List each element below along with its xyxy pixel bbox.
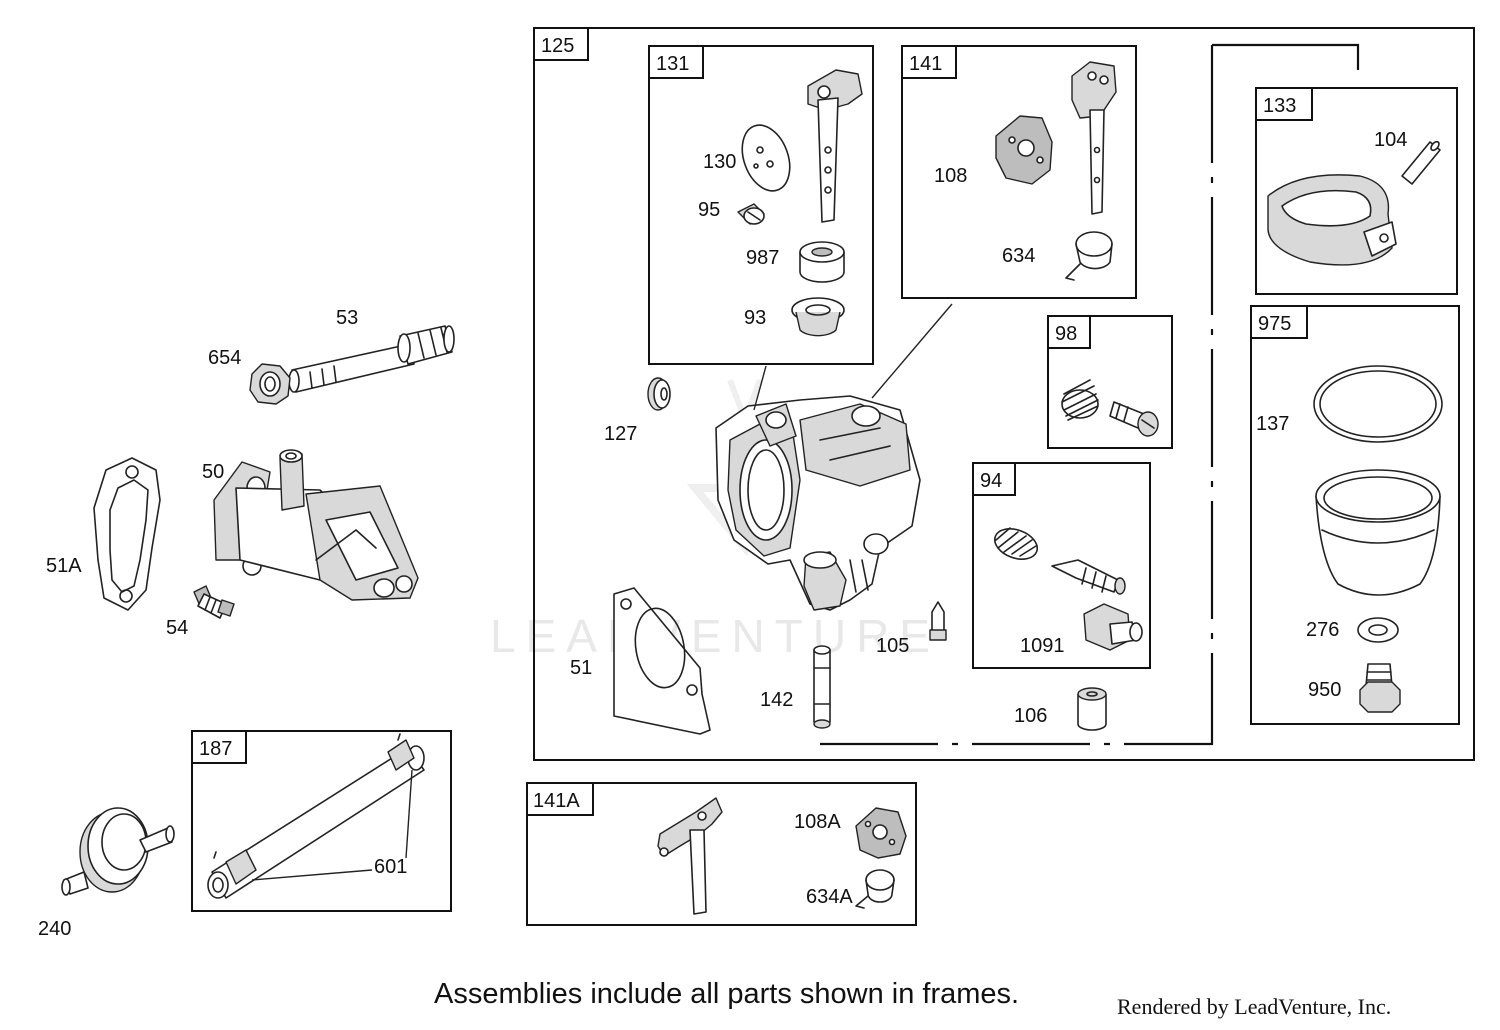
part-601-leader-1 bbox=[251, 869, 373, 881]
part-93-seal-drawing bbox=[791, 297, 845, 337]
part-106-jet-drawing bbox=[1077, 687, 1107, 731]
carburetor-body-drawing bbox=[715, 395, 921, 611]
part-654-label: 654 bbox=[208, 347, 241, 369]
frame-131-label: 131 bbox=[656, 53, 689, 75]
frame-125-label: 125 bbox=[541, 35, 574, 57]
part-142-tube-drawing bbox=[813, 645, 831, 729]
part-51A-label: 51A bbox=[46, 555, 82, 577]
frame-131 bbox=[648, 45, 874, 365]
frame-141A-tag bbox=[526, 782, 594, 816]
part-240-label: 240 bbox=[38, 918, 71, 940]
part-106-label: 106 bbox=[1014, 705, 1047, 727]
part-93-label: 93 bbox=[744, 307, 766, 329]
part-133-float-drawing bbox=[1267, 174, 1397, 266]
part-142-label: 142 bbox=[760, 689, 793, 711]
footer-caption: Assemblies include all parts shown in fr… bbox=[434, 978, 1020, 1010]
part-634A-label: 634A bbox=[806, 886, 853, 908]
part-950-label: 950 bbox=[1308, 679, 1341, 701]
part-987-bushing-drawing bbox=[799, 241, 845, 283]
frame-94-label: 94 bbox=[980, 470, 1002, 492]
throttle-shaft-drawing bbox=[807, 69, 863, 223]
frame-133-tag bbox=[1255, 87, 1313, 121]
part-105-label: 105 bbox=[876, 635, 909, 657]
part-108A-label: 108A bbox=[794, 811, 841, 833]
part-104-pin-drawing bbox=[1401, 140, 1441, 185]
part-601-label: 601 bbox=[374, 856, 407, 878]
part-105-needle-drawing bbox=[929, 601, 947, 641]
footer-credit: Rendered by LeadVenture, Inc. bbox=[1117, 994, 1392, 1019]
float-bowl-drawing bbox=[1315, 469, 1441, 596]
frame-131-leader bbox=[753, 365, 767, 411]
part-53-shaft-drawing bbox=[288, 325, 455, 393]
part-634-spring-drawing bbox=[1065, 231, 1113, 281]
part-127-washer-drawing bbox=[647, 377, 671, 411]
part-104-label: 104 bbox=[1374, 129, 1407, 151]
part-51-label: 51 bbox=[570, 657, 592, 679]
part-54-screw-drawing bbox=[193, 585, 235, 619]
part-50-intake-drawing bbox=[213, 449, 419, 601]
part-240-fuel-filter-drawing bbox=[61, 807, 175, 896]
frame-94 bbox=[972, 462, 1151, 669]
frame-141-tag bbox=[901, 45, 957, 79]
dashed-subassembly-outline bbox=[820, 43, 1360, 746]
part-950-bowl-screw-drawing bbox=[1359, 663, 1401, 713]
part-137-label: 137 bbox=[1256, 413, 1289, 435]
part-51-gasket-drawing bbox=[613, 587, 711, 735]
frame-141A-label: 141A bbox=[533, 790, 580, 812]
part-127-label: 127 bbox=[604, 423, 637, 445]
frame-141-leader bbox=[871, 303, 953, 399]
frame-141A bbox=[526, 782, 917, 926]
frame-98-label: 98 bbox=[1055, 323, 1077, 345]
part-654-nut-drawing bbox=[249, 363, 291, 405]
part-634-label: 634 bbox=[1002, 245, 1035, 267]
frame-187-label: 187 bbox=[199, 738, 232, 760]
frame-133-label: 133 bbox=[1263, 95, 1296, 117]
part-130-throttle-plate-drawing bbox=[741, 124, 791, 192]
frame-975 bbox=[1250, 305, 1460, 725]
frame-125 bbox=[533, 27, 1475, 761]
frame-141 bbox=[901, 45, 1137, 299]
choke-shaft-drawing bbox=[1071, 61, 1117, 215]
part-54-label: 54 bbox=[166, 617, 188, 639]
frame-98 bbox=[1047, 315, 1173, 449]
frame-133 bbox=[1255, 87, 1458, 295]
frame-94-tag bbox=[972, 462, 1016, 496]
part-276-label: 276 bbox=[1306, 619, 1339, 641]
part-1091-label: 1091 bbox=[1020, 635, 1065, 657]
frame-125-tag bbox=[533, 27, 589, 61]
part-108-label: 108 bbox=[934, 165, 967, 187]
part-50-label: 50 bbox=[202, 461, 224, 483]
part-95-screw-drawing bbox=[737, 203, 765, 225]
part-187-fuel-line-drawing bbox=[207, 733, 425, 899]
frame-141A-choke-shaft-drawing bbox=[657, 797, 723, 915]
part-1091-solenoid-drawing bbox=[1083, 603, 1143, 651]
part-137-gasket-ring-drawing bbox=[1313, 365, 1443, 443]
frame-98-tag bbox=[1047, 315, 1091, 349]
part-634A-spring-drawing bbox=[855, 869, 895, 909]
part-53-label: 53 bbox=[336, 307, 358, 329]
part-108A-choke-plate-drawing bbox=[855, 807, 907, 859]
watermark-text: LEADVENTURE bbox=[490, 610, 940, 662]
part-130-label: 130 bbox=[703, 151, 736, 173]
frame-98-spring-screw-drawing bbox=[1061, 379, 1159, 437]
part-601-leader-2 bbox=[405, 769, 413, 859]
part-987-label: 987 bbox=[746, 247, 779, 269]
frame-187 bbox=[191, 730, 452, 912]
part-276-washer-drawing bbox=[1357, 617, 1399, 643]
part-108-choke-plate-drawing bbox=[995, 115, 1053, 185]
frame-975-tag bbox=[1250, 305, 1308, 339]
frame-94-idle-valve-drawing bbox=[993, 527, 1126, 595]
part-95-label: 95 bbox=[698, 199, 720, 221]
frame-187-tag bbox=[191, 730, 247, 764]
frame-141-label: 141 bbox=[909, 53, 942, 75]
part-51A-gasket-drawing bbox=[93, 457, 161, 611]
frame-975-label: 975 bbox=[1258, 313, 1291, 335]
frame-131-tag bbox=[648, 45, 704, 79]
